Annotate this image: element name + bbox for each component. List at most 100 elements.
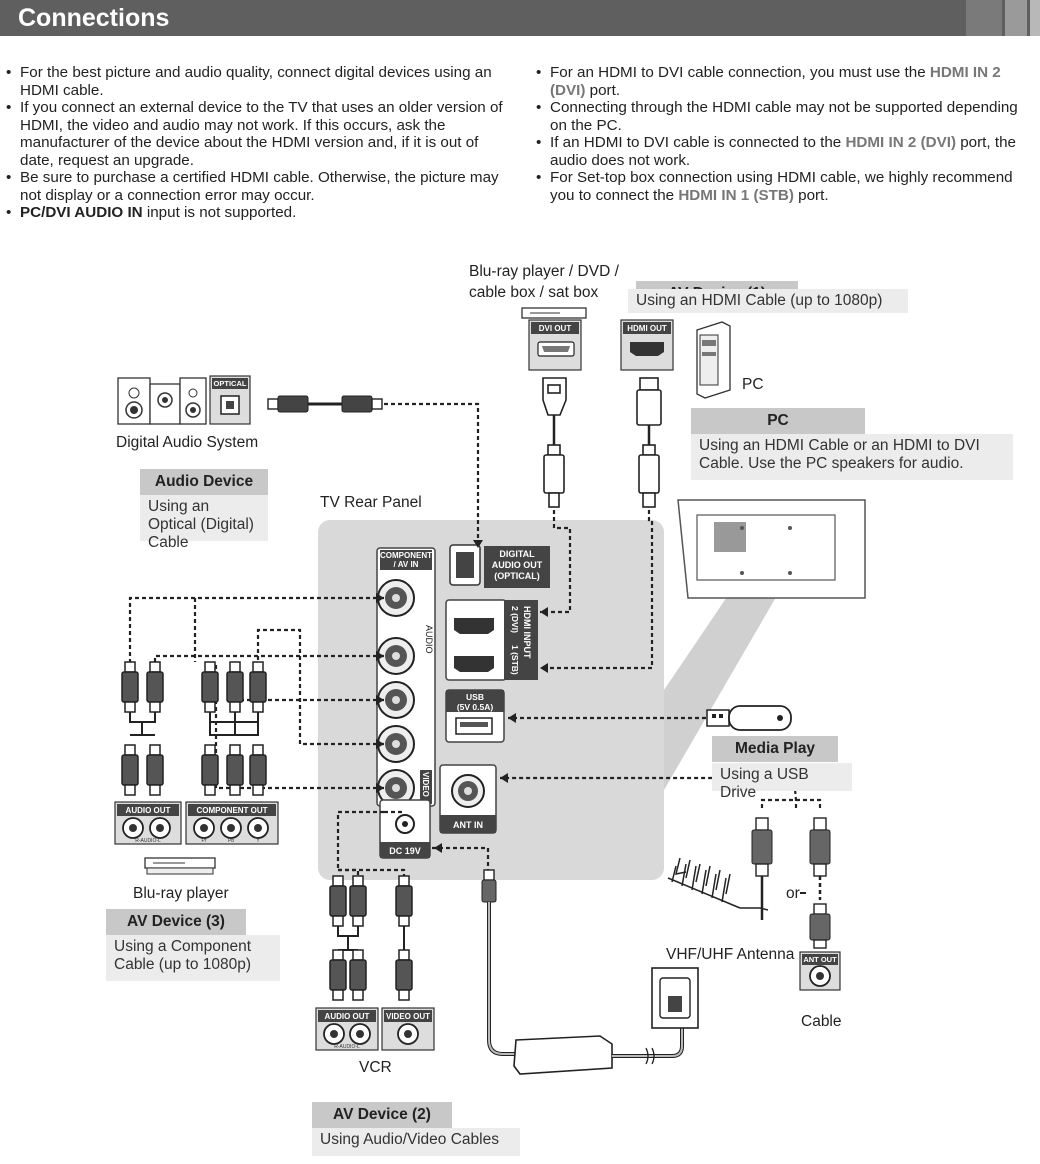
page-title: Connections bbox=[18, 4, 170, 32]
or-label: or bbox=[786, 885, 800, 902]
hdmi-port-2 bbox=[454, 618, 494, 634]
header-decoration bbox=[1005, 0, 1027, 36]
svg-text:HDMI OUT: HDMI OUT bbox=[627, 324, 667, 333]
note-item: For the best picture and audio quality, … bbox=[4, 64, 504, 99]
svg-text:Y: Y bbox=[256, 838, 260, 844]
svg-text:COMPONENT OUT: COMPONENT OUT bbox=[196, 806, 267, 815]
header-decoration bbox=[1030, 0, 1040, 36]
caption-av-device-3-title: AV Device (3) bbox=[106, 909, 246, 935]
note-item: For Set-top box connection using HDMI ca… bbox=[534, 169, 1034, 204]
vcr-output-panel: AUDIO OUT R-AUDIO-L VIDEO OUT bbox=[315, 1007, 435, 1051]
pc-label: PC bbox=[742, 376, 764, 393]
notes-left: For the best picture and audio quality, … bbox=[4, 64, 504, 222]
note-item: PC/DVI AUDIO IN input is not supported. bbox=[4, 204, 504, 222]
bluray-dvd-device: DVI OUT bbox=[521, 307, 587, 371]
component-label-1: COMPONENT bbox=[380, 551, 432, 560]
note-text: port. bbox=[793, 186, 829, 204]
bluray-player-icon bbox=[144, 857, 216, 875]
caption-av-device-2-desc: Using Audio/Video Cables bbox=[312, 1128, 520, 1156]
digital-label-2: AUDIO OUT bbox=[492, 560, 543, 570]
ant-in-label: ANT IN bbox=[453, 820, 483, 830]
digital-audio-system-icon: OPTICAL bbox=[117, 375, 251, 425]
bluray-player-label: Blu-ray player bbox=[133, 885, 229, 902]
svg-text:DVI OUT: DVI OUT bbox=[539, 324, 572, 333]
svg-text:AUDIO OUT: AUDIO OUT bbox=[325, 1012, 370, 1021]
svg-text:OPTICAL: OPTICAL bbox=[214, 379, 247, 388]
hdmi-port-1 bbox=[454, 656, 494, 672]
hdmi-input-label: HDMI INPUT bbox=[522, 606, 532, 659]
note-text: port, the audio does not work. bbox=[550, 134, 1016, 169]
note-text: HDMI IN 2 (DVI) bbox=[550, 64, 1001, 99]
cable-connector: ANT OUT bbox=[799, 817, 841, 991]
svg-text:Pr: Pr bbox=[202, 838, 207, 844]
vcr-label: VCR bbox=[359, 1059, 392, 1076]
note-item: If an HDMI to DVI cable is connected to … bbox=[534, 134, 1034, 169]
component-label-bg bbox=[380, 550, 432, 570]
video-label-bg bbox=[420, 770, 432, 804]
note-text: port. bbox=[585, 81, 621, 99]
hdmi-cable-pc bbox=[636, 377, 662, 508]
note-text: For the best picture and audio quality, … bbox=[20, 64, 492, 99]
connection-lines bbox=[193, 402, 822, 870]
bluray-dvd-label: Blu-ray player / DVD / bbox=[469, 263, 619, 280]
note-item: Connecting through the HDMI cable may no… bbox=[534, 99, 1034, 134]
note-item: If you connect an external device to the… bbox=[4, 99, 504, 169]
svg-text:ANT OUT: ANT OUT bbox=[803, 955, 837, 964]
usb-label-bg bbox=[446, 690, 504, 712]
digital-label-1: DIGITAL bbox=[499, 549, 535, 559]
notes-right: For an HDMI to DVI cable connection, you… bbox=[534, 64, 1034, 204]
hdmi-1-label: 1 (STB) bbox=[510, 645, 520, 675]
note-item: For an HDMI to DVI cable connection, you… bbox=[534, 64, 1034, 99]
note-text: Connecting through the HDMI cable may no… bbox=[550, 99, 1018, 134]
component-av-jacks bbox=[377, 579, 415, 807]
note-text: input is not supported. bbox=[142, 204, 297, 221]
hdmi-2-label: 2 (DVI) bbox=[510, 606, 520, 633]
arrowheads bbox=[376, 540, 548, 853]
caption-audio-device-desc: Using an Optical (Digital) Cable bbox=[140, 495, 268, 551]
av-cables bbox=[329, 875, 413, 1001]
usb-label-2: (5V 0.5A) bbox=[457, 702, 494, 712]
bluray-output-panel: AUDIO OUT R-AUDIO-L COMPONENT OUT Pr Pb … bbox=[114, 801, 279, 845]
antenna-label: VHF/UHF Antenna bbox=[666, 946, 795, 963]
caption-media-play-desc: Using a USB Drive bbox=[712, 763, 852, 801]
note-text: For an HDMI to DVI cable connection, you… bbox=[550, 64, 930, 81]
hdmi-label-bg bbox=[504, 600, 538, 680]
audio-vertical-label: AUDIO bbox=[424, 625, 434, 654]
note-text: PC/DVI AUDIO IN bbox=[20, 204, 143, 221]
optical-port bbox=[456, 552, 474, 578]
caption-audio-device-title: Audio Device bbox=[140, 469, 268, 495]
dvi-cable bbox=[542, 377, 567, 508]
usb-drive-icon bbox=[706, 705, 792, 731]
digital-label-3: (OPTICAL) bbox=[494, 571, 540, 581]
cable-sat-label: cable box / sat box bbox=[469, 284, 599, 301]
note-text: HDMI IN 2 (DVI) bbox=[845, 134, 957, 151]
optical-cable bbox=[267, 395, 383, 413]
caption-pc-title: PC bbox=[691, 408, 865, 434]
header-decoration bbox=[966, 0, 1002, 36]
video-vertical-label: VIDEO bbox=[421, 772, 430, 797]
caption-av-device-3-desc: Using a Component Cable (up to 1080p) bbox=[106, 935, 280, 981]
component-cables bbox=[121, 661, 267, 796]
cable-label: Cable bbox=[801, 1013, 842, 1030]
notes-left-list: For the best picture and audio quality, … bbox=[4, 64, 504, 222]
note-text: Be sure to purchase a certified HDMI cab… bbox=[20, 169, 499, 204]
svg-text:R-AUDIO-L: R-AUDIO-L bbox=[334, 1044, 360, 1050]
caption-pc-desc: Using an HDMI Cable or an HDMI to DVI Ca… bbox=[691, 434, 1013, 480]
svg-text:Pb: Pb bbox=[228, 838, 234, 844]
section-header: Connections bbox=[0, 0, 1040, 36]
digital-audio-label-bg bbox=[484, 546, 550, 588]
panel-callout bbox=[664, 580, 786, 790]
note-text: If an HDMI to DVI cable is connected to … bbox=[550, 134, 846, 151]
power-adapter bbox=[481, 869, 699, 1075]
note-text: For Set-top box connection using HDMI ca… bbox=[550, 169, 1013, 204]
antenna-cable bbox=[751, 817, 773, 920]
pc-hdmi-out: HDMI OUT bbox=[620, 319, 674, 371]
dc-label: DC 19V bbox=[389, 846, 421, 856]
note-text: HDMI IN 1 (STB) bbox=[678, 186, 794, 204]
note-text: If you connect an external device to the… bbox=[20, 99, 503, 169]
notes-right-list: For an HDMI to DVI cable connection, you… bbox=[534, 64, 1034, 204]
tv-back-illustration bbox=[677, 499, 866, 599]
svg-text:R-AUDIO-L: R-AUDIO-L bbox=[135, 838, 161, 844]
note-item: Be sure to purchase a certified HDMI cab… bbox=[4, 169, 504, 204]
